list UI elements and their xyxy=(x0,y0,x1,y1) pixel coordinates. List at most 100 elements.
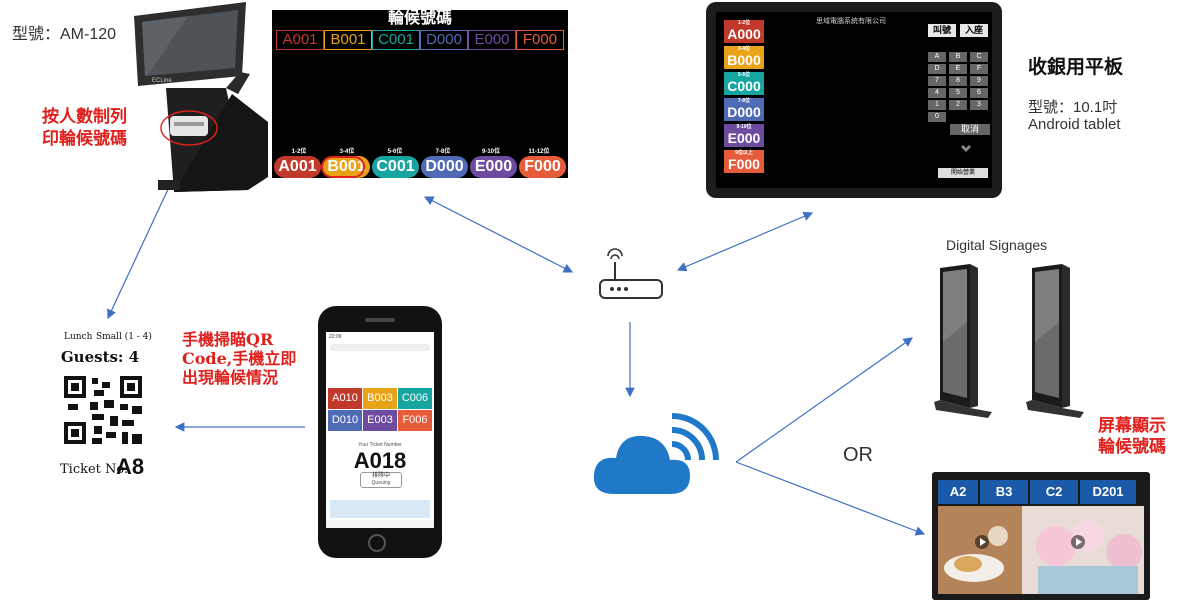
phone-ticket-number: A018 xyxy=(353,448,407,473)
tablet-company: 思域電腦系統有限公司 xyxy=(816,18,886,25)
tablet-code-2: C000 xyxy=(724,78,764,95)
keypad-key-7[interactable]: 7 xyxy=(928,76,946,86)
board-bottom-code-4: E000 xyxy=(470,156,517,178)
cloud-icon xyxy=(593,413,719,494)
keypad-key-4[interactable]: 4 xyxy=(928,88,946,98)
keypad-key-f[interactable]: F xyxy=(970,64,988,74)
phone-info-panel xyxy=(330,500,430,518)
keypad-key-6[interactable]: 6 xyxy=(970,88,988,98)
printed-ticket: Lunch Small (1 - 4) Guests: 4 Ticket No.… xyxy=(34,324,166,494)
ticket-header-right: Small (1 - 4) xyxy=(96,332,152,342)
phone-note-line2: Code,手機立即 xyxy=(182,349,297,368)
keypad-key-3[interactable]: 3 xyxy=(970,100,988,110)
ticket-header-left: Lunch xyxy=(64,332,93,342)
kiosk-brand: ECLine xyxy=(152,78,172,84)
tablet-range-2: 5-6位 xyxy=(724,72,764,78)
phone-grid-code-0: A010 xyxy=(328,388,362,409)
tv-food-image xyxy=(938,506,1144,594)
phone-status-box: 排隊中 Queuing xyxy=(360,472,402,488)
keypad-key-8[interactable]: 8 xyxy=(949,76,967,86)
phone-grid-code-5: F006 xyxy=(398,410,432,431)
or-label: OR xyxy=(843,444,873,466)
kiosk-print-note-line1: 按人數制列 xyxy=(42,107,127,127)
keypad-key-0[interactable]: 0 xyxy=(928,112,946,122)
arrow-cloud-to-signage xyxy=(735,337,913,463)
tablet-label-title: 收銀用平板 xyxy=(1028,56,1124,78)
seat-button[interactable]: 入座 xyxy=(960,24,988,37)
call-button[interactable]: 叫號 xyxy=(928,24,956,37)
tv-code-2: C2 xyxy=(1030,480,1078,504)
board-top-code-4: E000 xyxy=(468,30,516,50)
keypad-key-b[interactable]: B xyxy=(949,52,967,62)
kiosk-print-note-line2: 印輪候號碼 xyxy=(42,129,127,149)
keypad-key-1[interactable]: 1 xyxy=(928,100,946,110)
ticket-no-value: A8 xyxy=(116,454,145,479)
phone-grid-code-3: D010 xyxy=(328,410,362,431)
start-business-button[interactable]: 開始營業 xyxy=(938,168,988,178)
tablet-label-os: Android tablet xyxy=(1028,116,1121,133)
phone-grid-code-2: C006 xyxy=(398,388,432,409)
arrow-cloud-to-tv xyxy=(735,461,926,536)
ticket-guests: Guests: 4 xyxy=(60,348,140,366)
qr-code-icon xyxy=(64,376,142,444)
keypad-key-9[interactable]: 9 xyxy=(970,76,988,86)
phone-address-bar[interactable] xyxy=(330,344,430,351)
digital-signage-image xyxy=(934,264,1084,418)
router-icon xyxy=(599,248,663,299)
keypad-key-a[interactable]: A xyxy=(928,52,946,62)
phone-grid-code-1: B003 xyxy=(363,388,397,409)
board-bottom-code-3: D000 xyxy=(421,156,468,178)
tablet-range-0: 1-2位 xyxy=(724,20,764,26)
phone-status: 排隊中 xyxy=(371,473,390,479)
board-range-3: 7-8位 xyxy=(435,149,451,155)
tablet-code-4: E000 xyxy=(724,130,764,147)
tablet-range-4: 9-10位 xyxy=(724,124,764,130)
arrow-tablet-router xyxy=(676,211,814,272)
board-top-code-3: D000 xyxy=(420,30,468,50)
keypad-key-e[interactable]: E xyxy=(949,64,967,74)
board-bottom-code-0: A001 xyxy=(274,156,321,178)
signage-label: Digital Signages xyxy=(946,237,1048,253)
tv-code-3: D201 xyxy=(1080,480,1136,504)
arrow-kiosk-to-ticket xyxy=(107,184,171,320)
phone-toolbar xyxy=(326,520,434,528)
tv-code-1: B3 xyxy=(980,480,1028,504)
tablet-code-1: B000 xyxy=(724,52,764,69)
tv-code-0: A2 xyxy=(938,480,978,504)
tablet-code-5: F000 xyxy=(724,156,764,173)
keypad-key-2[interactable]: 2 xyxy=(949,100,967,110)
board-top-code-5: F000 xyxy=(516,30,564,50)
keypad-key-d[interactable]: D xyxy=(928,64,946,74)
signage-note-line2: 輪候號碼 xyxy=(1098,437,1166,457)
signage-note: 屏幕顯示 輪候號碼 xyxy=(1098,416,1166,458)
board-range-2: 5-6位 xyxy=(387,149,403,155)
queue-board-title: 輪候號碼 xyxy=(387,10,452,27)
board-bottom-code-5: F000 xyxy=(519,156,566,178)
phone-grid-code-4: E003 xyxy=(363,410,397,431)
cancel-button[interactable]: 取消 xyxy=(950,124,990,135)
tablet-range-3: 7-8位 xyxy=(724,98,764,104)
phone-time: 22:09 xyxy=(329,334,342,340)
signage-note-line1: 屏幕顯示 xyxy=(1098,416,1166,436)
printer-highlight-circle xyxy=(160,110,218,146)
keypad-key-c[interactable]: C xyxy=(970,52,988,62)
board-top-code-2: C001 xyxy=(372,30,420,50)
arrow-board-router xyxy=(423,196,574,273)
phone-home-button[interactable] xyxy=(368,534,386,552)
kiosk-print-note: 按人數制列 印輪候號碼 xyxy=(42,106,127,150)
phone-note-line1: 手機掃瞄QR xyxy=(182,330,274,349)
board-range-5: 11-12位 xyxy=(528,149,550,155)
tablet-range-5: 9位以上 xyxy=(724,150,764,156)
keypad-key-5[interactable]: 5 xyxy=(949,88,967,98)
